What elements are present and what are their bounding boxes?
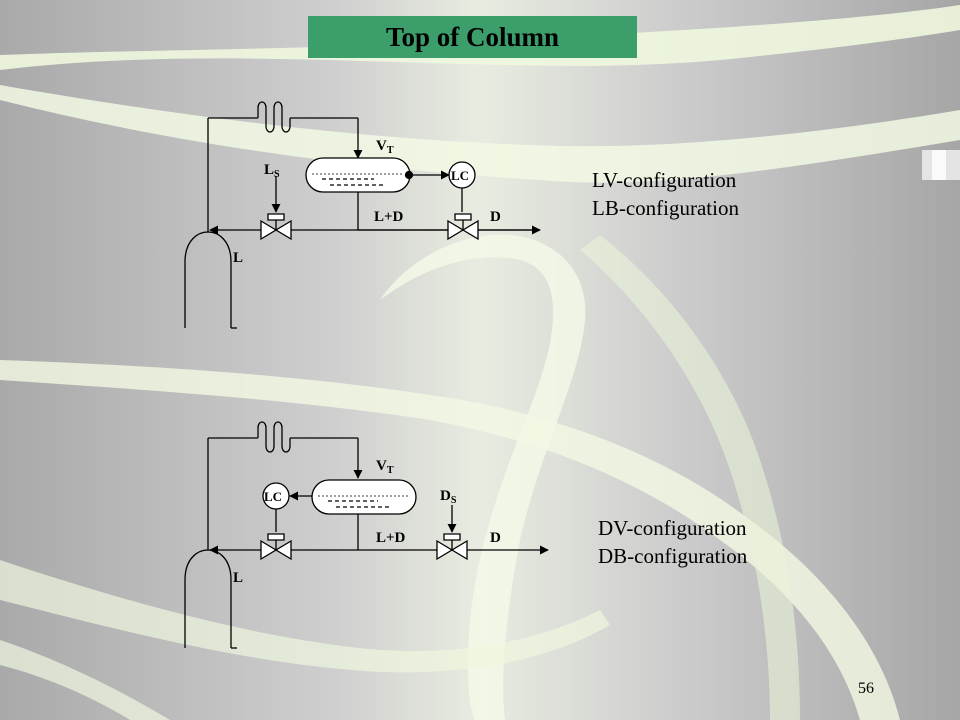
label-l-bottom: L bbox=[233, 570, 243, 586]
label-lpd-bottom: L+D bbox=[376, 530, 406, 546]
page-number: 56 bbox=[858, 680, 874, 697]
diagram-top-labels: VT LS LC L+D D L bbox=[233, 138, 501, 266]
diagram-bottom-labels: VT LC DS L+D D L bbox=[233, 458, 501, 586]
config-lb: LB-configuration bbox=[592, 196, 739, 220]
label-d-top: D bbox=[490, 209, 501, 225]
config-lv: LV-configuration bbox=[592, 168, 737, 192]
label-lc-top: LC bbox=[451, 168, 469, 183]
config-list-top: LV-configuration LB-configuration bbox=[592, 166, 739, 222]
label-lpd-top: L+D bbox=[374, 209, 404, 225]
label-ls-top: LS bbox=[264, 162, 280, 180]
config-list-bottom: DV-configuration DB-configuration bbox=[598, 514, 747, 570]
slide-title: Top of Column bbox=[308, 16, 637, 58]
label-ds-bottom: DS bbox=[440, 488, 457, 506]
config-db: DB-configuration bbox=[598, 544, 748, 568]
diagram-top bbox=[184, 101, 541, 329]
config-dv: DV-configuration bbox=[598, 516, 747, 540]
diagram-bottom bbox=[184, 421, 549, 649]
label-d-bottom: D bbox=[490, 530, 501, 546]
label-lc-bottom: LC bbox=[264, 489, 282, 504]
label-vt-bottom: VT bbox=[376, 458, 394, 476]
label-l-top: L bbox=[233, 250, 243, 266]
label-vt-top: VT bbox=[376, 138, 394, 156]
